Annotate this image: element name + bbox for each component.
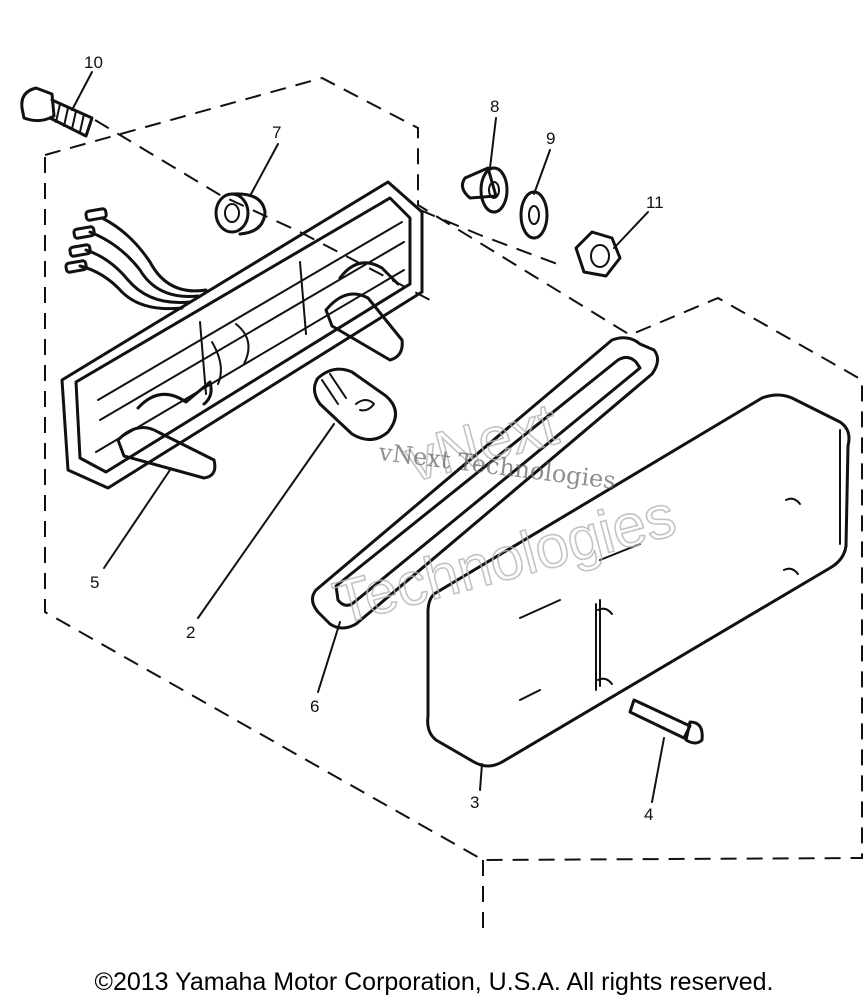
gasket-part-6 [311, 336, 659, 630]
assembly-boundary [44, 76, 863, 862]
label-part-3: 3 [470, 793, 479, 812]
copyright-notice: ©2013 Yamaha Motor Corporation, U.S.A. A… [94, 968, 774, 996]
lamp-housing [60, 180, 424, 490]
label-part-2: 2 [186, 623, 195, 642]
watermark: vNext Technologies vNext Technologies [326, 389, 683, 637]
label-part-11: 11 [646, 193, 664, 212]
label-part-7: 7 [272, 123, 281, 142]
label-part-5: 5 [90, 573, 99, 592]
lens-part-3 [426, 393, 851, 768]
bulb-part-2 [313, 367, 397, 441]
washer-part-9 [519, 190, 549, 240]
label-part-6: 6 [310, 697, 319, 716]
wire-harness [64, 207, 208, 311]
label-part-8: 8 [490, 97, 499, 116]
nut-part-11 [574, 230, 622, 278]
bolt-part-10 [20, 86, 94, 138]
leader-lines [71, 71, 665, 803]
collar-part-8 [460, 166, 509, 214]
screw-part-4 [628, 698, 704, 745]
label-part-4: 4 [644, 805, 653, 824]
bolt-centerline [94, 119, 431, 301]
nut-centerline [419, 209, 561, 266]
grommet-part-7 [214, 192, 267, 236]
watermark-outline-bottom: Technologies [327, 481, 683, 636]
label-part-9: 9 [546, 129, 555, 148]
label-part-10: 10 [84, 53, 103, 72]
